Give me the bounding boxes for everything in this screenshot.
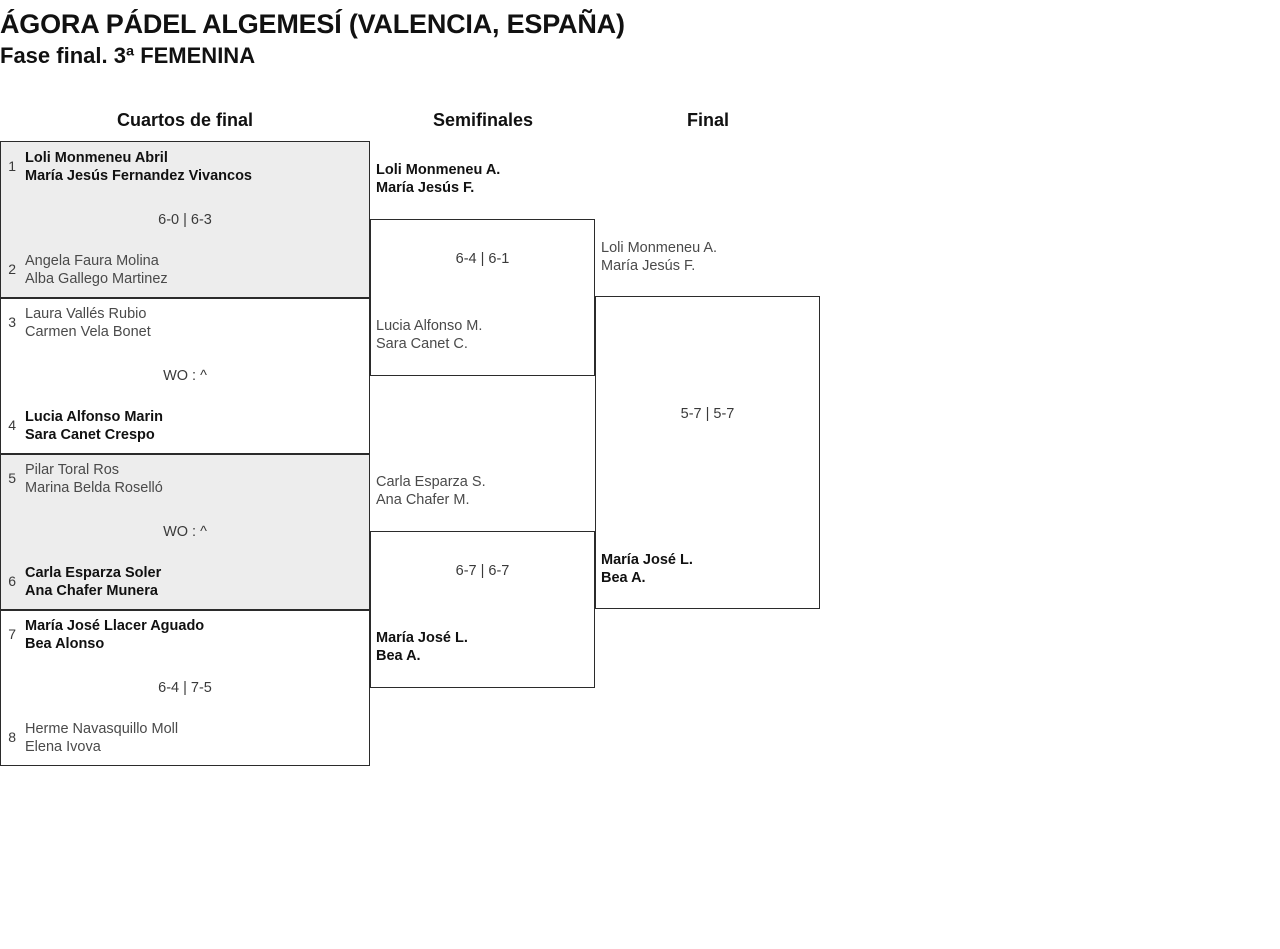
- player-name: Loli Monmeneu A.: [601, 240, 718, 256]
- match-score-final: 5-7 | 5-7: [680, 406, 735, 422]
- match-box-qf-4[interactable]: 6-4 | 7-5: [0, 610, 370, 766]
- seed-number-6: 6: [8, 573, 16, 589]
- seed-number-7: 7: [8, 626, 16, 642]
- match-score-sf-2: 6-7 | 6-7: [455, 563, 510, 579]
- match-score-sf-1: 6-4 | 6-1: [455, 251, 510, 267]
- team-sf-1-bottom[interactable]: Lucia Alfonso M. Sara Canet C.: [376, 317, 482, 353]
- round-header-final: Final: [686, 110, 729, 130]
- team-final-bottom[interactable]: María José L. Bea A.: [601, 551, 693, 587]
- player-name: Marina Belda Roselló: [25, 480, 163, 496]
- seed-number-1: 1: [8, 158, 16, 174]
- round-header-semifinals: Semifinales: [432, 110, 534, 130]
- player-name: Loli Monmeneu A.: [376, 162, 501, 178]
- team-qf-2-top[interactable]: Laura Vallés Rubio Carmen Vela Bonet: [25, 305, 151, 341]
- seed-number-5: 5: [8, 470, 16, 486]
- match-box-final[interactable]: 5-7 | 5-7: [595, 296, 820, 609]
- team-sf-1-top[interactable]: Loli Monmeneu A. María Jesús F.: [376, 161, 500, 197]
- team-qf-4-bottom[interactable]: Herme Navasquillo Moll Elena Ivova: [25, 720, 178, 756]
- page-title-block: ÁGORA PÁDEL ALGEMESÍ (VALENCIA, ESPAÑA) …: [0, 8, 625, 71]
- team-qf-3-top[interactable]: Pilar Toral Ros Marina Belda Roselló: [25, 461, 163, 497]
- player-name: María Jesús F.: [376, 180, 475, 196]
- player-name: María José L.: [601, 552, 693, 568]
- player-name: Angela Faura Molina: [25, 253, 159, 269]
- player-name: Ana Chafer Munera: [25, 583, 158, 599]
- match-score-qf-4: 6-4 | 7-5: [158, 680, 212, 696]
- tournament-title: ÁGORA PÁDEL ALGEMESÍ (VALENCIA, ESPAÑA): [0, 9, 625, 39]
- match-box-qf-1[interactable]: 6-0 | 6-3: [0, 141, 370, 298]
- player-name: Sara Canet C.: [376, 336, 468, 352]
- match-score-qf-3: WO : ^: [163, 524, 207, 540]
- seed-number-3: 3: [8, 314, 16, 330]
- player-name: Elena Ivova: [25, 739, 101, 755]
- phase-title: Fase final. 3ª FEMENINA: [0, 43, 256, 68]
- player-name: María José L.: [376, 630, 468, 646]
- team-sf-2-top[interactable]: Carla Esparza S. Ana Chafer M.: [376, 473, 486, 509]
- player-name: Alba Gallego Martinez: [25, 271, 168, 287]
- player-name: María José Llacer Aguado: [25, 618, 205, 634]
- seed-number-4: 4: [8, 417, 16, 433]
- seed-number-8: 8: [8, 729, 16, 745]
- player-name: Bea A.: [601, 570, 646, 586]
- player-name: Laura Vallés Rubio: [25, 306, 147, 322]
- team-qf-1-top[interactable]: Loli Monmeneu Abril María Jesús Fernande…: [25, 149, 252, 185]
- match-box-sf-1[interactable]: 6-4 | 6-1: [370, 219, 595, 376]
- player-name: Loli Monmeneu Abril: [25, 150, 168, 166]
- player-name: Herme Navasquillo Moll: [25, 721, 179, 737]
- team-sf-2-bottom[interactable]: María José L. Bea A.: [376, 629, 468, 665]
- player-name: Ana Chafer M.: [376, 492, 470, 508]
- player-name: Bea Alonso: [25, 636, 105, 652]
- player-name: María Jesús Fernandez Vivancos: [25, 168, 253, 184]
- team-qf-4-top[interactable]: María José Llacer Aguado Bea Alonso: [25, 617, 204, 653]
- player-name: Carla Esparza S.: [376, 474, 486, 490]
- team-qf-1-bottom[interactable]: Angela Faura Molina Alba Gallego Martine…: [25, 252, 168, 288]
- round-header-quarterfinals: Cuartos de final: [116, 110, 254, 130]
- player-name: Lucia Alfonso M.: [376, 318, 483, 334]
- player-name: María Jesús F.: [601, 258, 696, 274]
- player-name: Carmen Vela Bonet: [25, 324, 151, 340]
- player-name: Lucia Alfonso Marin: [25, 409, 164, 425]
- team-qf-2-bottom[interactable]: Lucia Alfonso Marin Sara Canet Crespo: [25, 408, 163, 444]
- match-box-qf-3[interactable]: WO : ^: [0, 454, 370, 610]
- player-name: Bea A.: [376, 648, 421, 664]
- match-score-qf-1: 6-0 | 6-3: [158, 212, 212, 228]
- team-qf-3-bottom[interactable]: Carla Esparza Soler Ana Chafer Munera: [25, 564, 161, 600]
- match-box-sf-2[interactable]: 6-7 | 6-7: [370, 531, 595, 688]
- player-name: Carla Esparza Soler: [25, 565, 162, 581]
- team-final-top[interactable]: Loli Monmeneu A. María Jesús F.: [601, 239, 717, 275]
- match-box-qf-2[interactable]: WO : ^: [0, 298, 370, 454]
- seed-number-2: 2: [8, 261, 16, 277]
- match-score-qf-2: WO : ^: [163, 368, 207, 384]
- player-name: Pilar Toral Ros: [25, 462, 120, 478]
- player-name: Sara Canet Crespo: [25, 427, 155, 443]
